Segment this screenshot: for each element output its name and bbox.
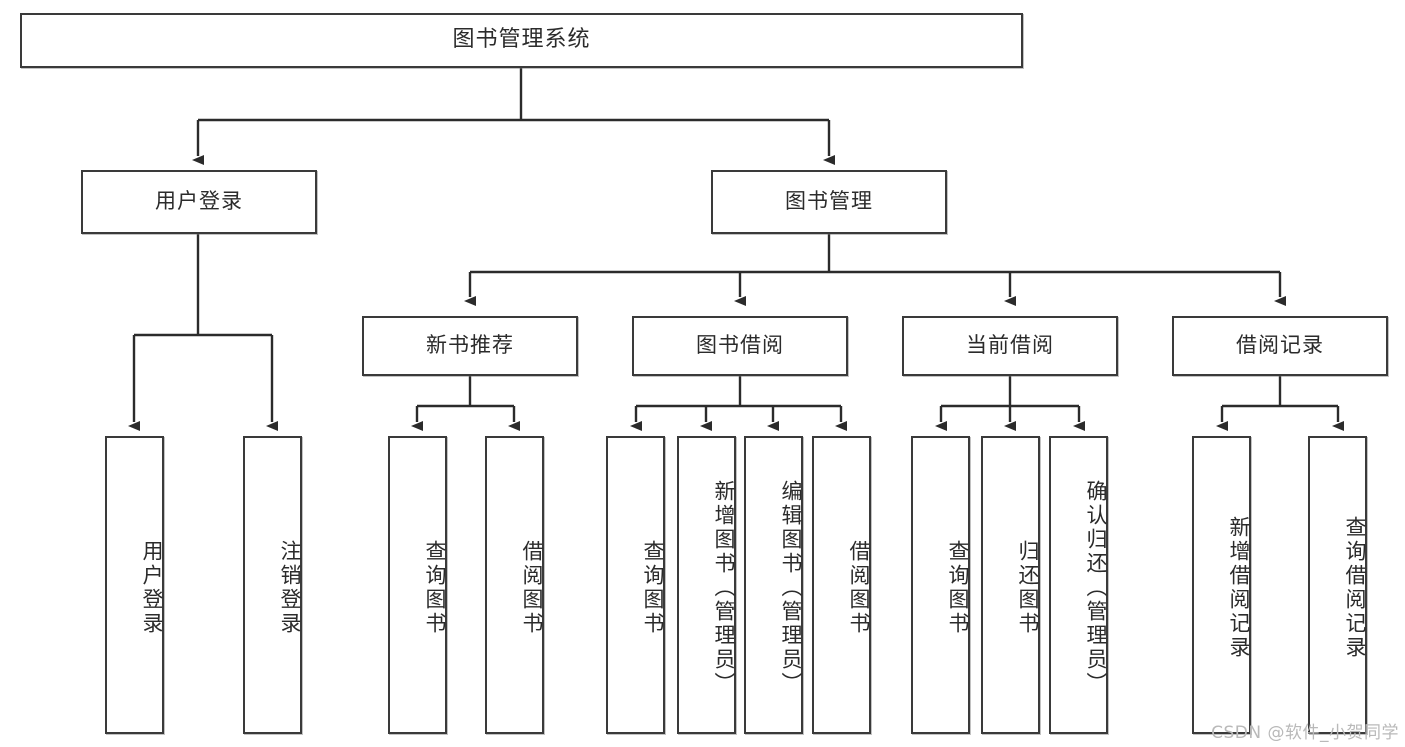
leaf-label: 新增借阅记录 xyxy=(1227,516,1251,660)
leaf-edit-book[interactable]: 编辑图书（管理员） xyxy=(744,436,803,734)
leaf-query-book-1[interactable]: 查询图书 xyxy=(388,436,447,734)
leaf-label: 注销登录 xyxy=(278,540,302,636)
leaf-query-book-3[interactable]: 查询图书 xyxy=(911,436,970,734)
leaf-label: 查询图书 xyxy=(641,540,665,636)
leaf-label: 借阅图书 xyxy=(847,540,871,636)
leaf-query-record[interactable]: 查询借阅记录 xyxy=(1308,436,1367,734)
node-current-borrow[interactable]: 当前借阅 xyxy=(902,316,1118,376)
csdn-watermark: CSDN @软件_小贺同学 xyxy=(1211,723,1399,743)
node-root[interactable]: 图书管理系统 xyxy=(20,13,1023,68)
node-borrow-record[interactable]: 借阅记录 xyxy=(1172,316,1388,376)
leaf-label: 编辑图书（管理员） xyxy=(779,480,803,696)
node-new-book-recommend[interactable]: 新书推荐 xyxy=(362,316,578,376)
node-user-login[interactable]: 用户登录 xyxy=(81,170,317,234)
leaf-return-book[interactable]: 归还图书 xyxy=(981,436,1040,734)
leaf-label: 借阅图书 xyxy=(520,540,544,636)
leaf-borrow-book-1[interactable]: 借阅图书 xyxy=(485,436,544,734)
leaf-label: 新增图书（管理员） xyxy=(712,480,736,696)
leaf-add-book[interactable]: 新增图书（管理员） xyxy=(677,436,736,734)
leaf-user-logout[interactable]: 注销登录 xyxy=(243,436,302,734)
leaf-label: 查询借阅记录 xyxy=(1343,516,1367,660)
leaf-label: 用户登录 xyxy=(140,540,164,636)
leaf-label: 查询图书 xyxy=(946,540,970,636)
leaf-label: 归还图书 xyxy=(1016,540,1040,636)
leaf-label: 确认归还（管理员） xyxy=(1084,480,1108,696)
leaf-label: 查询图书 xyxy=(423,540,447,636)
leaf-add-record[interactable]: 新增借阅记录 xyxy=(1192,436,1251,734)
node-book-borrow[interactable]: 图书借阅 xyxy=(632,316,848,376)
leaf-borrow-book-2[interactable]: 借阅图书 xyxy=(812,436,871,734)
leaf-user-login[interactable]: 用户登录 xyxy=(105,436,164,734)
leaf-query-book-2[interactable]: 查询图书 xyxy=(606,436,665,734)
leaf-confirm-return[interactable]: 确认归还（管理员） xyxy=(1049,436,1108,734)
node-book-manage[interactable]: 图书管理 xyxy=(711,170,947,234)
